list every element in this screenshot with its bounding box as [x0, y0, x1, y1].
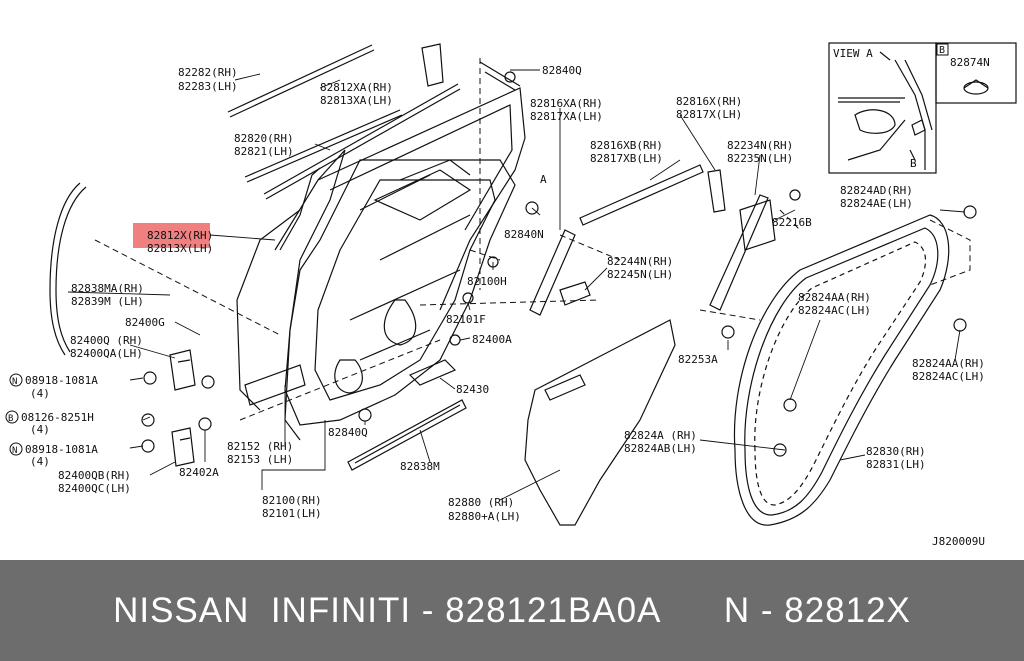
- label-82282: 82282(RH): [178, 66, 238, 79]
- label-82812x: 82812X(RH): [147, 229, 213, 242]
- label-08918-1081a-2: 08918-1081A: [25, 443, 98, 456]
- label-qty-4-3: (4): [30, 455, 50, 468]
- label-82400q: 82400Q (RH): [70, 334, 143, 347]
- label-82812xa: 82812XA(RH): [320, 81, 393, 94]
- label-82824aa-mid: 82824AA(RH): [798, 291, 871, 304]
- label-82824ab: 82824AB(LH): [624, 442, 697, 455]
- label-82813xa: 82813XA(LH): [320, 94, 393, 107]
- label-82245n: 82245N(LH): [607, 268, 673, 281]
- label-82100h: 82100H: [467, 275, 507, 288]
- label-82153: 82153 (LH): [227, 453, 293, 466]
- label-82840n: 82840N: [504, 228, 544, 241]
- label-82253a: 82253A: [678, 353, 718, 366]
- label-82821: 82821(LH): [234, 145, 294, 158]
- diagram-code: J820009U: [932, 535, 985, 548]
- label-82824ae: 82824AE(LH): [840, 197, 913, 210]
- label-82840q-bottom: 82840Q: [328, 426, 368, 439]
- label-82816xb: 82816XB(RH): [590, 139, 663, 152]
- label-82234n: 82234N(RH): [727, 139, 793, 152]
- label-82824ac-mid: 82824AC(LH): [798, 304, 871, 317]
- label-82235n: 82235N(LH): [727, 152, 793, 165]
- label-82824ad: 82824AD(RH): [840, 184, 913, 197]
- prefix-n-1: N: [12, 377, 17, 387]
- label-82817x: 82817X(LH): [676, 108, 742, 121]
- label-82880: 82880 (RH): [448, 496, 514, 509]
- label-inset-b-title: B: [939, 45, 945, 56]
- label-82838ma: 82838MA(RH): [71, 282, 144, 295]
- selected-part-highlight: [133, 223, 210, 248]
- label-82244n: 82244N(RH): [607, 255, 673, 268]
- label-qty-4-2: (4): [30, 423, 50, 436]
- label-82101f: 82101F: [446, 313, 486, 326]
- label-view-a-mark: A: [540, 173, 547, 186]
- label-82880a: 82880+A(LH): [448, 510, 521, 523]
- label-08918-1081a-1: 08918-1081A: [25, 374, 98, 387]
- label-82820: 82820(RH): [234, 132, 294, 145]
- prefix-circles: [5, 373, 23, 456]
- label-82824aa-right: 82824AA(RH): [912, 357, 985, 370]
- label-82430: 82430: [456, 383, 489, 396]
- label-82831: 82831(LH): [866, 458, 926, 471]
- label-82816xa: 82816XA(RH): [530, 97, 603, 110]
- label-82838m: 82838M: [400, 460, 440, 473]
- label-82813x: 82813X(LH): [147, 242, 213, 255]
- prefix-b: B: [8, 414, 13, 424]
- label-82816x: 82816X(RH): [676, 95, 742, 108]
- label-08126-8251h: 08126-8251H: [21, 411, 94, 424]
- label-82400a: 82400A: [472, 333, 512, 346]
- label-82817xa: 82817XA(LH): [530, 110, 603, 123]
- label-82402a: 82402A: [179, 466, 219, 479]
- footer-bar: NISSAN INFINITI - 828121BA0A N - 82812X: [0, 560, 1024, 661]
- label-82100: 82100(RH): [262, 494, 322, 507]
- prefix-n-2: N: [12, 446, 17, 456]
- parts-diagram: 82282(RH) 82283(LH) 82812XA(RH) 82813XA(…: [5, 42, 1017, 548]
- label-82824ac-right: 82824AC(LH): [912, 370, 985, 383]
- label-82830: 82830(RH): [866, 445, 926, 458]
- label-82283: 82283(LH): [178, 80, 238, 93]
- label-qty-4-1: (4): [30, 387, 50, 400]
- label-82400qc: 82400QC(LH): [58, 482, 131, 495]
- line-art: [49, 42, 1017, 526]
- label-82840q-top: 82840Q: [542, 64, 582, 77]
- label-82400qa: 82400QA(LH): [70, 347, 143, 360]
- label-82152: 82152 (RH): [227, 440, 293, 453]
- label-82874n: 82874N: [950, 56, 990, 69]
- label-82839m: 82839M (LH): [71, 295, 144, 308]
- label-inset-b-mark: B: [910, 157, 917, 170]
- label-view-a: VIEW A: [833, 47, 873, 60]
- inset-b-box: [936, 43, 949, 56]
- label-82400qb: 82400QB(RH): [58, 469, 131, 482]
- label-82400g: 82400G: [125, 316, 165, 329]
- label-82101: 82101(LH): [262, 507, 322, 520]
- part-number-caption: NISSAN INFINITI - 828121BA0A N - 82812X: [113, 591, 911, 630]
- label-82817xb: 82817XB(LH): [590, 152, 663, 165]
- label-82824a: 82824A (RH): [624, 429, 697, 442]
- label-82216b: 82216B: [772, 216, 812, 229]
- part-labels: 82282(RH) 82283(LH) 82812XA(RH) 82813XA(…: [8, 45, 990, 548]
